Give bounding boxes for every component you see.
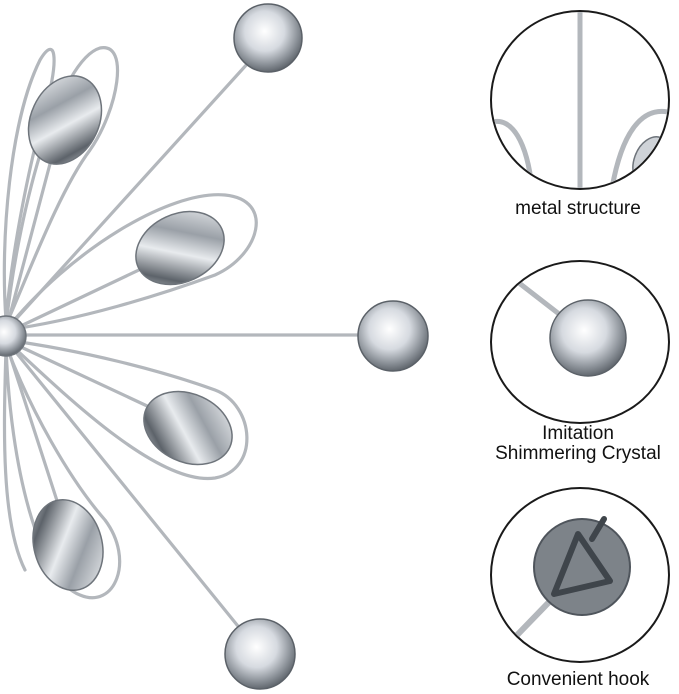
wire-rod (4, 341, 62, 512)
caption-line: Imitation (542, 423, 614, 444)
caption-crystal: Imitation Shimmering Crystal (468, 424, 679, 464)
wire-loop (1, 337, 249, 481)
caption-metal-structure: metal structure (515, 198, 641, 219)
detail-metal-structure (490, 10, 670, 190)
detail-crystal (490, 260, 670, 424)
teardrop-crystal (32, 498, 104, 592)
teardrop-crystal (27, 75, 103, 165)
hook-detail-icon (492, 516, 631, 661)
teardrop-crystal (135, 210, 225, 286)
wire-rod (4, 338, 248, 638)
wire-rod (4, 338, 162, 414)
wire-loop (4, 46, 120, 326)
wire-rod (4, 143, 57, 332)
wire-detail-icon (492, 12, 668, 188)
round-crystal (224, 618, 296, 690)
product-image (0, 3, 429, 690)
wire-loop (2, 346, 27, 572)
crystal-detail-icon (492, 262, 627, 377)
wire-loop (2, 193, 258, 333)
round-crystal (233, 3, 303, 73)
teardrop-crystal (143, 390, 233, 466)
caption-hook: Convenient hook (506, 669, 650, 690)
caption-line: Shimmering Crystal (495, 443, 661, 464)
wire-rod (4, 258, 162, 335)
detail-hook (490, 487, 670, 663)
center-crystal (0, 315, 27, 357)
round-crystal (357, 300, 429, 372)
wire-loop (2, 47, 56, 321)
starburst-decoration (0, 3, 429, 690)
wire-loop (4, 344, 122, 600)
